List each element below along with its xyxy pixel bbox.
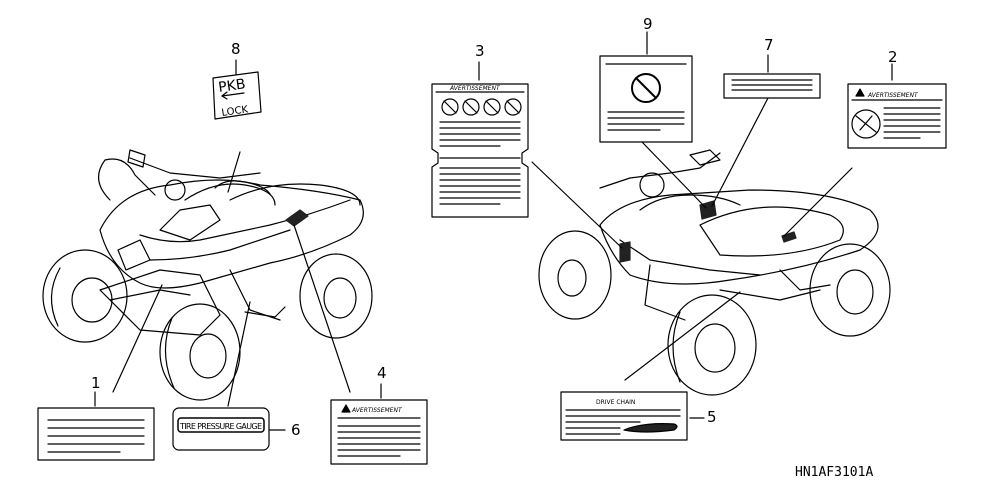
atv-rear-view — [538, 149, 891, 396]
label-1 — [37, 407, 155, 461]
callout-2: 2 — [888, 48, 898, 66]
callout-5: 5 — [707, 408, 717, 426]
drive-chain-text: DRIVE CHAIN — [596, 399, 635, 406]
callout-1: 1 — [91, 374, 101, 392]
label-6-tire-pressure — [172, 407, 270, 451]
callout-9: 9 — [643, 15, 653, 33]
leader-lines — [94, 31, 893, 431]
label-4-warning — [330, 399, 428, 465]
callout-8: 8 — [231, 40, 241, 58]
label-8-pkb-lock — [212, 71, 262, 120]
label-5-drive-chain — [560, 391, 688, 441]
callout-3: 3 — [475, 42, 485, 60]
callout-6: 6 — [291, 421, 301, 439]
callout-7: 7 — [764, 36, 774, 54]
callout-4: 4 — [377, 364, 387, 382]
avertissement-text-4: AVERTISSEMENT — [351, 407, 403, 414]
diagram-code: HN1AF3101A — [795, 465, 874, 480]
tire-pressure-gauge-text: TIRE PRESSURE GAUGE — [179, 422, 262, 431]
label-2-warning — [847, 83, 947, 149]
avertissement-text-3: AVERTISSEMENT — [449, 85, 501, 92]
label-9-prohibition — [599, 55, 693, 143]
label-7 — [723, 73, 821, 99]
lock-label-text: LOCK — [221, 104, 249, 119]
atv-front-view — [42, 149, 373, 401]
avertissement-text-2: AVERTISSEMENT — [867, 92, 919, 99]
label-3-warning-icons — [431, 83, 529, 218]
pkb-label-text: PKB — [217, 76, 246, 96]
